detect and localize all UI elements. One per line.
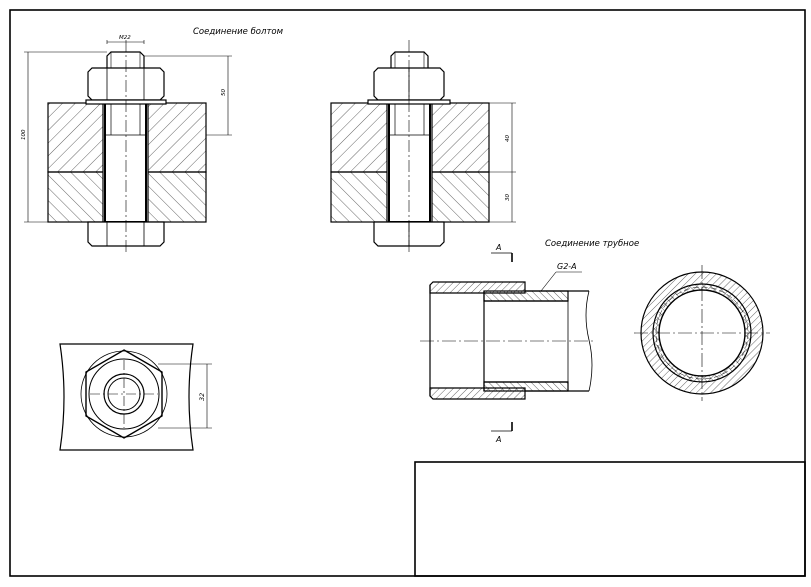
nut-top-view: 32 [59, 343, 212, 451]
sheet-frame [9, 9, 806, 577]
bolt-view-centre: 40 30 [330, 40, 516, 254]
pipe-wall-bottom [483, 381, 569, 392]
pipe-end-view [634, 265, 770, 401]
section-mark-top: A [495, 243, 501, 252]
bolt-connection-title: Соединение болтом [193, 27, 284, 37]
thread-dimension: M22 [119, 35, 131, 41]
pipe-thread-label: G2-A [557, 262, 577, 271]
pipe-break-line [585, 290, 593, 392]
title-block [414, 461, 806, 577]
total-height-dimension: 100 [21, 129, 27, 140]
bolt-tip [106, 51, 145, 68]
plate-outline-top [59, 343, 194, 451]
upper-plate-dimension: 40 [505, 135, 511, 142]
pipe-section-view: G2-A A A [420, 243, 596, 444]
nut-width-dimension: 32 [198, 393, 206, 401]
bolt-view-left: M22 100 50 [21, 35, 232, 254]
lower-plate-dimension: 30 [505, 194, 511, 201]
pipe-wall-top [483, 290, 569, 302]
bolt-projection-dimension: 50 [221, 89, 227, 96]
hex-nut-outline [85, 349, 163, 439]
section-mark-bottom: A [495, 435, 501, 444]
pipe-connection-title: Соединение трубное [545, 239, 639, 249]
